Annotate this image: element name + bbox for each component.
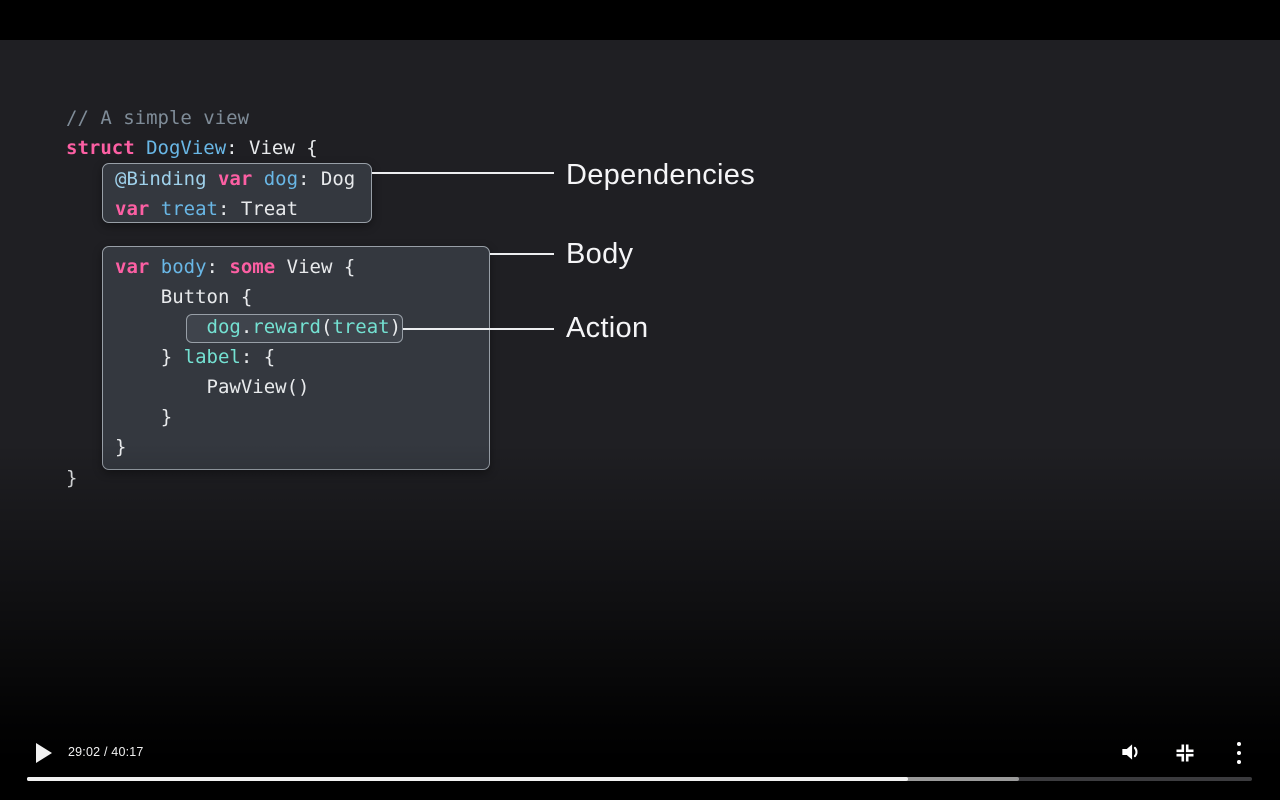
- action-connector-line: [403, 328, 554, 330]
- video-surface[interactable]: // A simple view struct DogView: View { …: [0, 40, 1280, 760]
- code-line: } label: {: [115, 346, 276, 368]
- fullscreen-icon: [1176, 744, 1194, 762]
- menu-dot: [1236, 750, 1242, 756]
- action-label: Action: [566, 312, 649, 344]
- code-line: struct DogView: View {: [66, 137, 318, 159]
- play-button[interactable]: [36, 743, 52, 763]
- menu-dot: [1236, 741, 1242, 747]
- progress-bar[interactable]: [27, 777, 1252, 781]
- code-line: }: [115, 436, 127, 458]
- code-line: PawView(): [115, 376, 310, 398]
- code-line: dog.reward(treat): [206, 316, 402, 338]
- progress-played: [27, 777, 908, 781]
- menu-dot: [1236, 759, 1242, 765]
- overflow-menu-button[interactable]: [1232, 741, 1246, 765]
- dependencies-connector-line: [372, 172, 554, 174]
- code-line: }: [115, 406, 173, 428]
- dependencies-label: Dependencies: [566, 159, 756, 191]
- code-closing-brace: }: [66, 467, 78, 489]
- volume-icon: [1122, 744, 1138, 760]
- fullscreen-button[interactable]: [1172, 740, 1198, 766]
- time-display: 29:02 / 40:17: [68, 745, 144, 759]
- code-line: var body: some View {: [115, 256, 356, 278]
- code-comment: // A simple view: [66, 107, 250, 129]
- body-code-box: var body: some View { Button { dog.rewar…: [102, 246, 490, 470]
- body-label: Body: [566, 238, 634, 270]
- code-line: Button {: [115, 286, 253, 308]
- dependencies-code: @Binding var dog: Dog var treat: Treat: [103, 164, 371, 224]
- action-code-box: [186, 314, 403, 343]
- volume-button[interactable]: [1117, 738, 1145, 766]
- body-connector-line: [490, 253, 554, 255]
- code-line: var treat: Treat: [115, 198, 299, 220]
- code-line: @Binding var dog: Dog: [115, 168, 356, 190]
- body-code: var body: some View { Button { dog.rewar…: [103, 247, 489, 462]
- code-struct-line: struct DogView: View {: [66, 133, 318, 163]
- dependencies-code-box: @Binding var dog: Dog var treat: Treat: [102, 163, 372, 223]
